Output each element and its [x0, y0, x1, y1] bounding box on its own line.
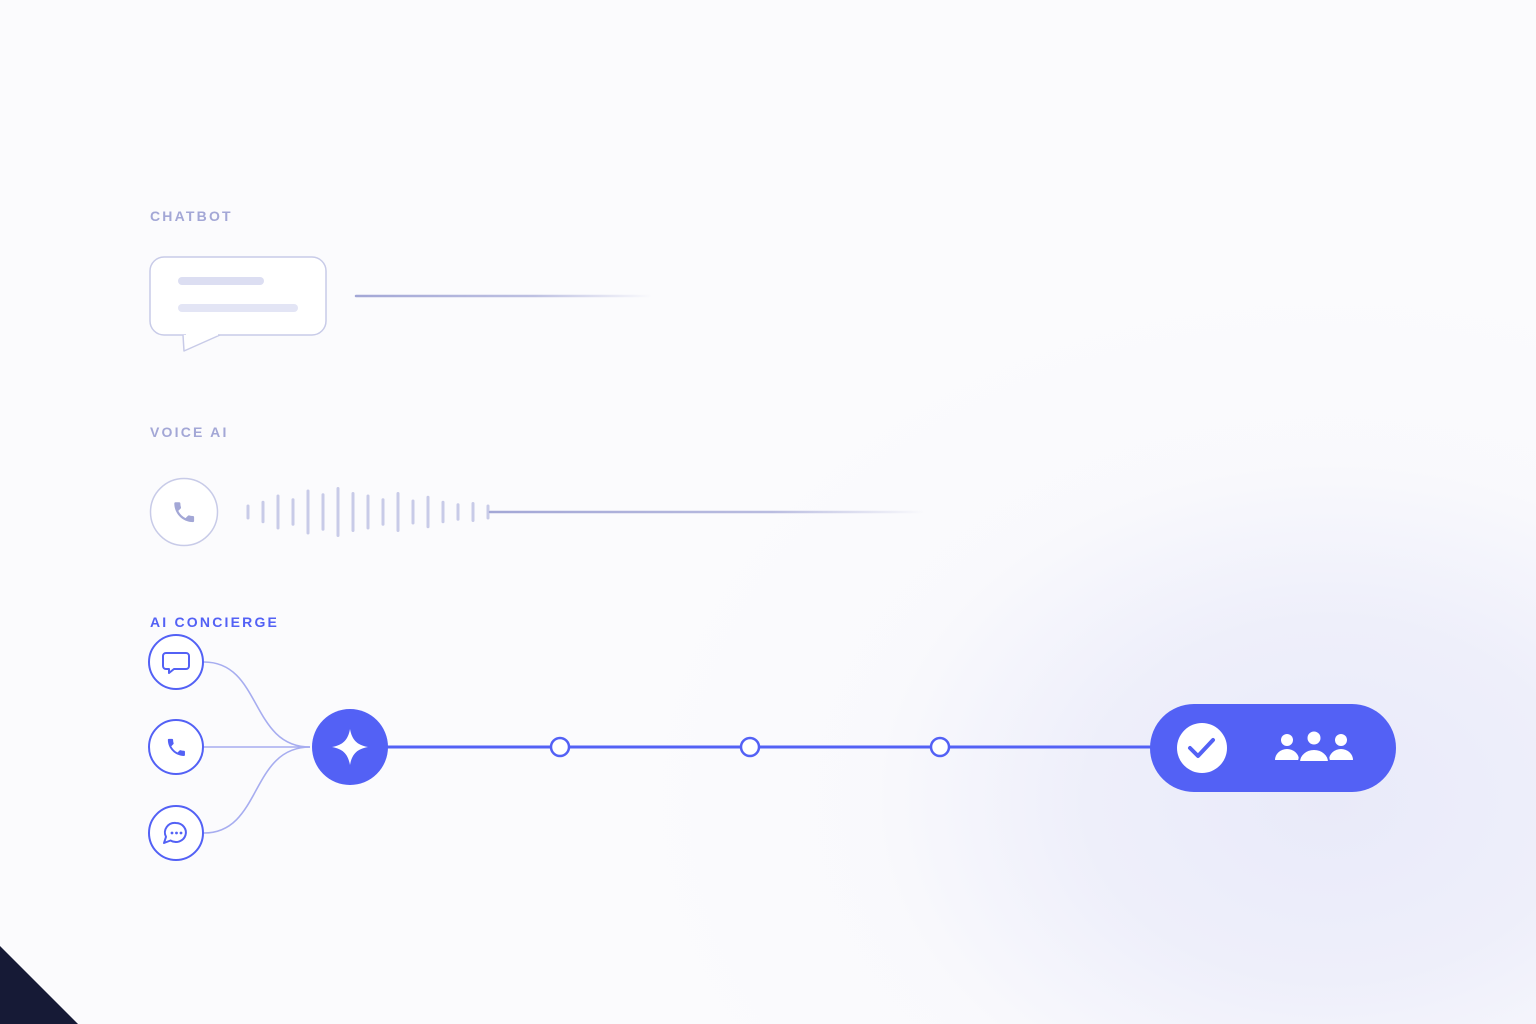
waveform-bar — [336, 487, 340, 537]
pipeline-step-node — [549, 736, 571, 758]
waveform-bar — [396, 492, 400, 532]
phone-icon — [167, 738, 185, 756]
waveform-bar — [246, 504, 250, 520]
chatbot-label: CHATBOT — [150, 208, 233, 224]
waveform-bar — [456, 503, 460, 521]
waveform-bar — [411, 499, 415, 525]
message-dots-icon — [163, 821, 187, 844]
channel-phone — [148, 719, 204, 775]
ai-concierge-label: AI CONCIERGE — [150, 614, 280, 630]
waveform-bar — [366, 494, 370, 530]
phone-icon — [174, 502, 195, 523]
voice-ai-label: VOICE AI — [150, 424, 229, 440]
waveform-bar — [441, 500, 445, 524]
waveform-bar — [261, 500, 265, 524]
pipeline-step-node — [929, 736, 951, 758]
checkmark-icon — [1177, 723, 1227, 773]
channel-message — [148, 805, 204, 861]
chat-bubble-icon — [162, 652, 190, 674]
waveform-bar — [381, 498, 385, 526]
pipeline-steps — [549, 736, 951, 758]
sparkle-icon — [332, 729, 368, 765]
waveform-bar — [291, 498, 295, 526]
concierge-hub — [312, 709, 388, 785]
waveform-bar — [426, 495, 430, 529]
waveform-bar — [321, 493, 325, 531]
voice-phone-button — [149, 477, 219, 547]
waveform-bar — [486, 504, 490, 520]
corner-accent — [0, 946, 78, 1024]
chatbot-bubble — [149, 256, 327, 352]
outcome-pill — [1150, 704, 1396, 792]
pipeline-step-node — [739, 736, 761, 758]
voice-waveform — [246, 487, 490, 537]
team-icon — [1275, 729, 1353, 763]
waveform-bar — [306, 489, 310, 535]
waveform-bar — [471, 502, 475, 522]
waveform-bar — [276, 494, 280, 530]
channel-connectors — [203, 661, 311, 834]
channel-chat — [148, 634, 204, 690]
waveform-bar — [351, 492, 355, 532]
